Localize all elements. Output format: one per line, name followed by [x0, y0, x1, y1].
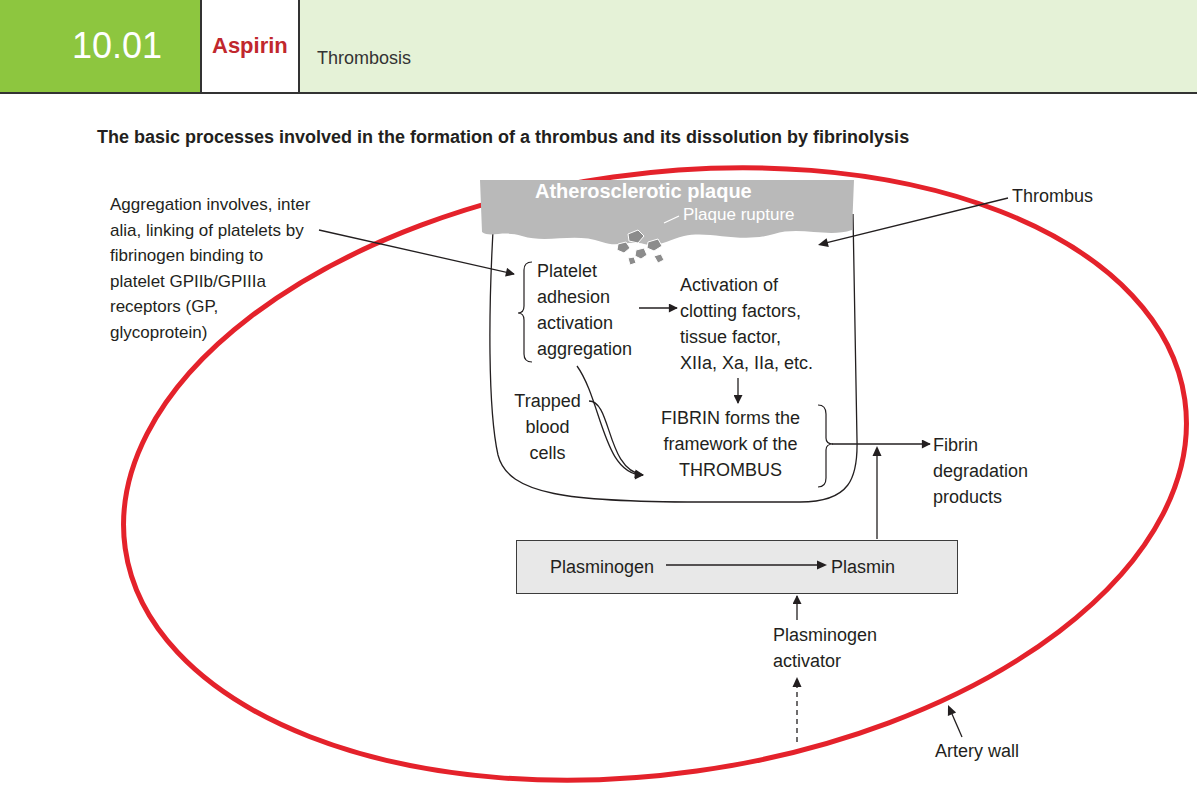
part-label: Artery wall: [935, 740, 1019, 762]
arrow-head: [948, 705, 956, 716]
process-group: Activation of clotting factors, tissue f…: [680, 272, 821, 376]
header-rule: [0, 92, 1197, 94]
artery-wall-outline: [83, 102, 1197, 804]
header-text: Thrombosis: [317, 47, 411, 69]
header-text: 10.01: [72, 26, 162, 66]
flow-arrow: [737, 378, 738, 403]
node-text: Platelet adhesion activation aggregation: [537, 258, 637, 362]
process-group: Fibrin degradation products: [933, 432, 1053, 510]
flow-arrow: [319, 230, 514, 274]
node-text: Fibrin degradation products: [933, 432, 1053, 510]
node-text: FIBRIN forms the framework of the THROMB…: [645, 405, 816, 483]
part-label: Thrombus: [1012, 185, 1093, 207]
header-topic-band: [300, 0, 1197, 93]
flow-arrow: [639, 307, 677, 308]
arrow-head: [793, 677, 802, 687]
header-text: Aspirin: [212, 33, 288, 59]
flow-arrow: [796, 596, 797, 620]
node-text: Plasmin: [831, 554, 895, 580]
node-text: Trapped blood cells: [510, 388, 585, 466]
arrow-head: [818, 238, 829, 247]
node-text: Plasminogen: [550, 554, 654, 580]
diagram-title: The basic processes involved in the form…: [97, 126, 909, 148]
arrow-head: [873, 446, 882, 456]
process-group: Platelet adhesion activation aggregation: [517, 258, 637, 362]
process-group: Trapped blood cells: [510, 388, 585, 466]
flow-arrow: [832, 443, 930, 444]
node-text: Plasminogen activator: [773, 622, 883, 674]
callout-note: Aggregation involves, inter alia, linkin…: [110, 192, 317, 345]
flow-arrow: [577, 366, 643, 475]
plasmin-action-arrow: [876, 456, 877, 539]
left-brace: [518, 262, 532, 362]
process-group: Plasminogen activator: [773, 622, 883, 674]
thrombus-outline: [490, 214, 857, 502]
node-text: Plaque rupture: [683, 204, 856, 226]
node-text: Activation of clotting factors, tissue f…: [680, 272, 821, 376]
leader-line: [952, 714, 962, 737]
dashed-arrow: [796, 687, 797, 742]
node-text: Aggregation involves, inter alia, linkin…: [110, 195, 310, 342]
plaque-shape: Atherosclerotic plaquePlaque rupture: [478, 176, 856, 268]
flow-arrow: [589, 401, 643, 475]
right-brace: [818, 405, 833, 487]
node-text: Atherosclerotic plaque: [535, 179, 856, 203]
process-box: Plasminogen Plasmin: [516, 540, 958, 594]
leader-line: [827, 198, 1008, 243]
process-group: FIBRIN forms the framework of the THROMB…: [645, 405, 830, 483]
